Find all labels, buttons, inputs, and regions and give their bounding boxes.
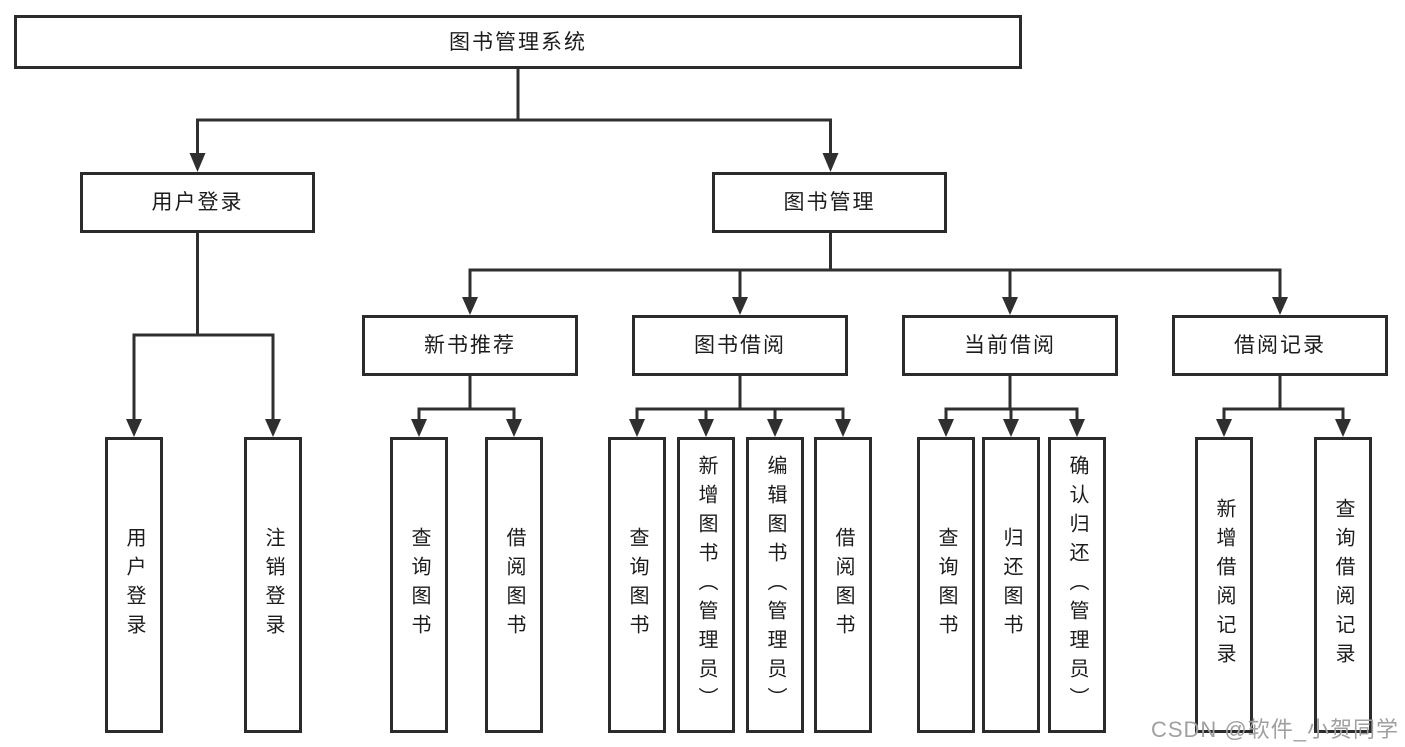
leaf-logout-label: 注销登录 <box>262 527 284 643</box>
leaf-current-confirm-return-admin: 确认归还（管理员） <box>1048 437 1106 733</box>
leaf-borrow-borrow-books: 借阅图书 <box>814 437 872 733</box>
node-borrow-records: 借阅记录 <box>1172 315 1388 376</box>
connector-current-borrow-branch <box>938 375 1085 437</box>
node-current-borrow: 当前借阅 <box>902 315 1118 376</box>
csdn-watermark: CSDN @软件_小贺同学 <box>1150 717 1399 742</box>
leaf-newbooks-query-books: 查询图书 <box>390 437 448 733</box>
node-book-management: 图书管理 <box>712 172 947 233</box>
connector-borrow-records-branch <box>1216 375 1351 437</box>
leaf-current-confirm-return-admin-label: 确认归还（管理员） <box>1066 454 1088 716</box>
connector-user-login-branch <box>126 232 281 437</box>
leaf-borrow-add-book-admin: 新增图书（管理员） <box>677 437 735 733</box>
node-book-management-label: 图书管理 <box>783 191 876 214</box>
leaf-current-return-books-label: 归还图书 <box>1000 527 1022 643</box>
leaf-borrow-edit-book-admin-label: 编辑图书（管理员） <box>764 454 786 716</box>
leaf-current-query-books-label: 查询图书 <box>935 527 957 643</box>
leaf-borrow-edit-book-admin: 编辑图书（管理员） <box>746 437 804 733</box>
node-user-login: 用户登录 <box>80 172 315 233</box>
leaf-borrow-borrow-books-label: 借阅图书 <box>832 527 854 643</box>
node-borrow-records-label: 借阅记录 <box>1234 334 1326 357</box>
leaf-newbooks-borrow-books-label: 借阅图书 <box>503 527 525 643</box>
connector-new-books-branch <box>411 375 522 437</box>
leaf-records-query-record-label: 查询借阅记录 <box>1332 498 1354 672</box>
leaf-borrow-query-books: 查询图书 <box>608 437 666 733</box>
node-new-book-recommend-label: 新书推荐 <box>424 334 516 357</box>
node-new-book-recommend: 新书推荐 <box>362 315 578 376</box>
connector-book-mgmt-branch <box>462 232 1288 315</box>
connector-root-to-level2 <box>189 69 839 172</box>
leaf-newbooks-borrow-books: 借阅图书 <box>485 437 543 733</box>
node-book-borrow: 图书借阅 <box>632 315 848 376</box>
leaf-newbooks-query-books-label: 查询图书 <box>408 527 430 643</box>
leaf-logout: 注销登录 <box>244 437 302 733</box>
node-user-login-label: 用户登录 <box>151 191 244 214</box>
leaf-user-login: 用户登录 <box>105 437 163 733</box>
node-root-system: 图书管理系统 <box>14 15 1022 69</box>
node-current-borrow-label: 当前借阅 <box>964 334 1056 357</box>
leaf-current-query-books: 查询图书 <box>917 437 975 733</box>
leaf-current-return-books: 归还图书 <box>982 437 1040 733</box>
leaf-borrow-query-books-label: 查询图书 <box>626 527 648 643</box>
node-root-system-label: 图书管理系统 <box>449 30 587 54</box>
connector-book-borrow-branch <box>629 375 851 437</box>
leaf-user-login-label: 用户登录 <box>123 527 145 643</box>
leaf-records-add-record-label: 新增借阅记录 <box>1213 498 1235 672</box>
node-book-borrow-label: 图书借阅 <box>694 334 786 357</box>
leaf-borrow-add-book-admin-label: 新增图书（管理员） <box>695 454 717 716</box>
leaf-records-query-record: 查询借阅记录 <box>1314 437 1372 733</box>
leaf-records-add-record: 新增借阅记录 <box>1195 437 1253 733</box>
